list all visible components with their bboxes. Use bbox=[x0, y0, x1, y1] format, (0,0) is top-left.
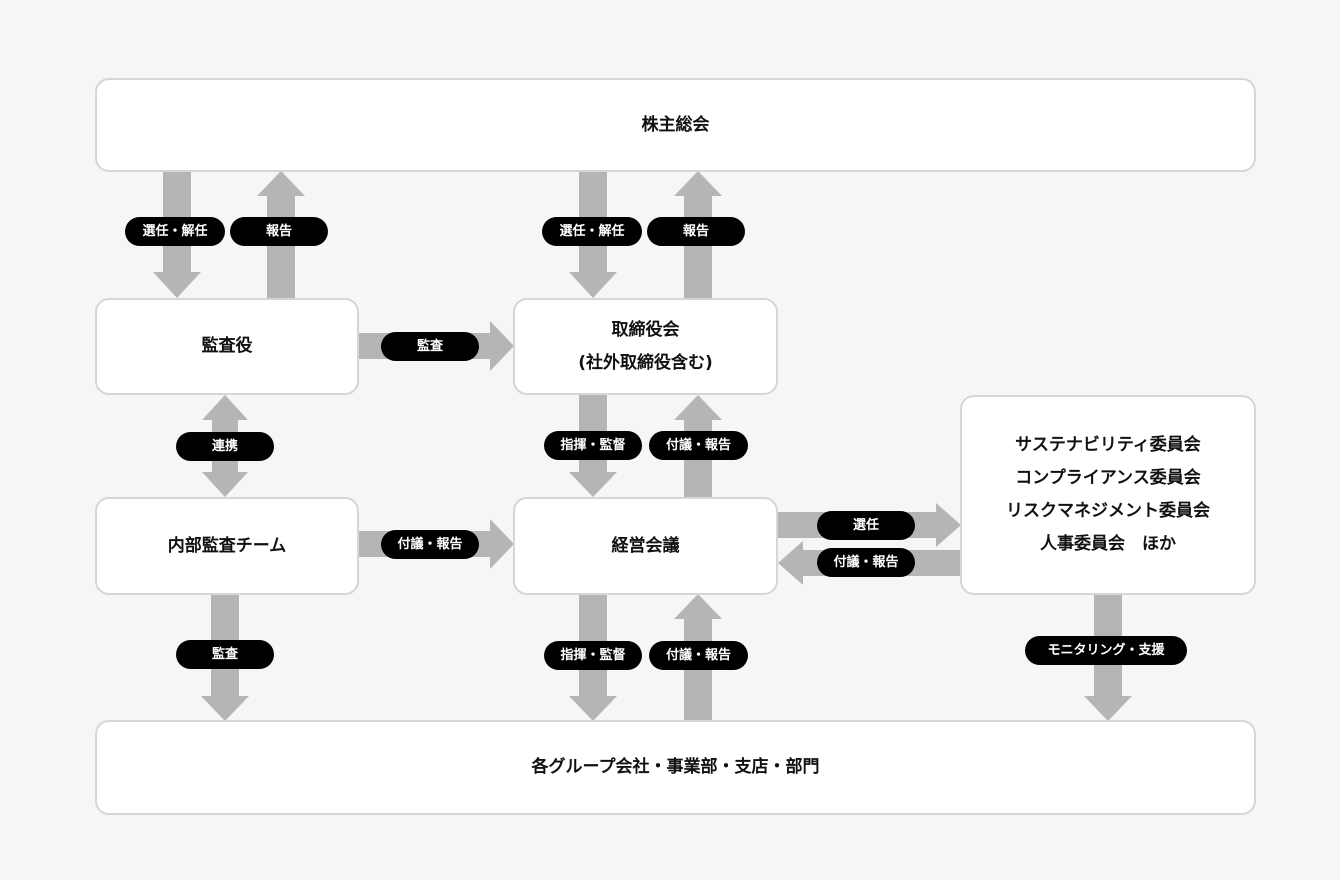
edge-label-auditors-internal-link: 連携 bbox=[176, 432, 274, 461]
node-auditors: 監査役 bbox=[95, 298, 359, 395]
edge-label-internal-to-management: 付議・報告 bbox=[381, 530, 479, 559]
node-auditors-label: 監査役 bbox=[201, 336, 253, 357]
node-groups-label: 各グループ会社・事業部・支店・部門 bbox=[531, 757, 820, 778]
edge-label-shareholders-to-auditors: 選任・解任 bbox=[125, 217, 225, 246]
node-internal-audit: 内部監査チーム bbox=[95, 497, 359, 595]
node-board-label-line2: (社外取締役含む) bbox=[578, 352, 713, 373]
node-groups: 各グループ会社・事業部・支店・部門 bbox=[95, 720, 1256, 815]
edge-label-board-to-shareholders: 報告 bbox=[647, 217, 745, 246]
edge-label-management-to-board: 付議・報告 bbox=[649, 431, 748, 460]
committee-item: リスクマネジメント委員会 bbox=[1006, 501, 1210, 521]
committee-item: サステナビリティ委員会 bbox=[1015, 434, 1201, 455]
edge-label-shareholders-to-board: 選任・解任 bbox=[542, 217, 642, 246]
edge-label-management-to-committees: 選任 bbox=[817, 511, 915, 540]
committee-item: コンプライアンス委員会 bbox=[1015, 467, 1201, 488]
node-committees: サステナビリティ委員会 コンプライアンス委員会 リスクマネジメント委員会 人事委… bbox=[960, 395, 1256, 595]
edge-label-internal-to-groups: 監査 bbox=[176, 640, 274, 669]
edge-label-management-to-groups: 指揮・監督 bbox=[544, 641, 642, 670]
edge-label-board-to-management: 指揮・監督 bbox=[544, 431, 642, 460]
edge-label-auditors-to-shareholders: 報告 bbox=[230, 217, 328, 246]
edge-label-auditors-to-board: 監査 bbox=[381, 332, 479, 361]
node-internal-audit-label: 内部監査チーム bbox=[167, 535, 287, 556]
edge-label-committees-to-groups: モニタリング・支援 bbox=[1025, 636, 1187, 665]
node-board-label-line1: 取締役会 bbox=[611, 320, 680, 341]
node-management-label: 経営会議 bbox=[611, 535, 680, 556]
node-shareholders: 株主総会 bbox=[95, 78, 1256, 172]
edge-label-groups-to-management: 付議・報告 bbox=[649, 641, 748, 670]
edge-label-committees-to-management: 付議・報告 bbox=[817, 548, 915, 577]
node-shareholders-label: 株主総会 bbox=[641, 114, 710, 135]
node-board: 取締役会 (社外取締役含む) bbox=[513, 298, 778, 395]
committee-item: 人事委員会 ほか bbox=[1040, 534, 1176, 555]
node-management: 経営会議 bbox=[513, 497, 778, 595]
